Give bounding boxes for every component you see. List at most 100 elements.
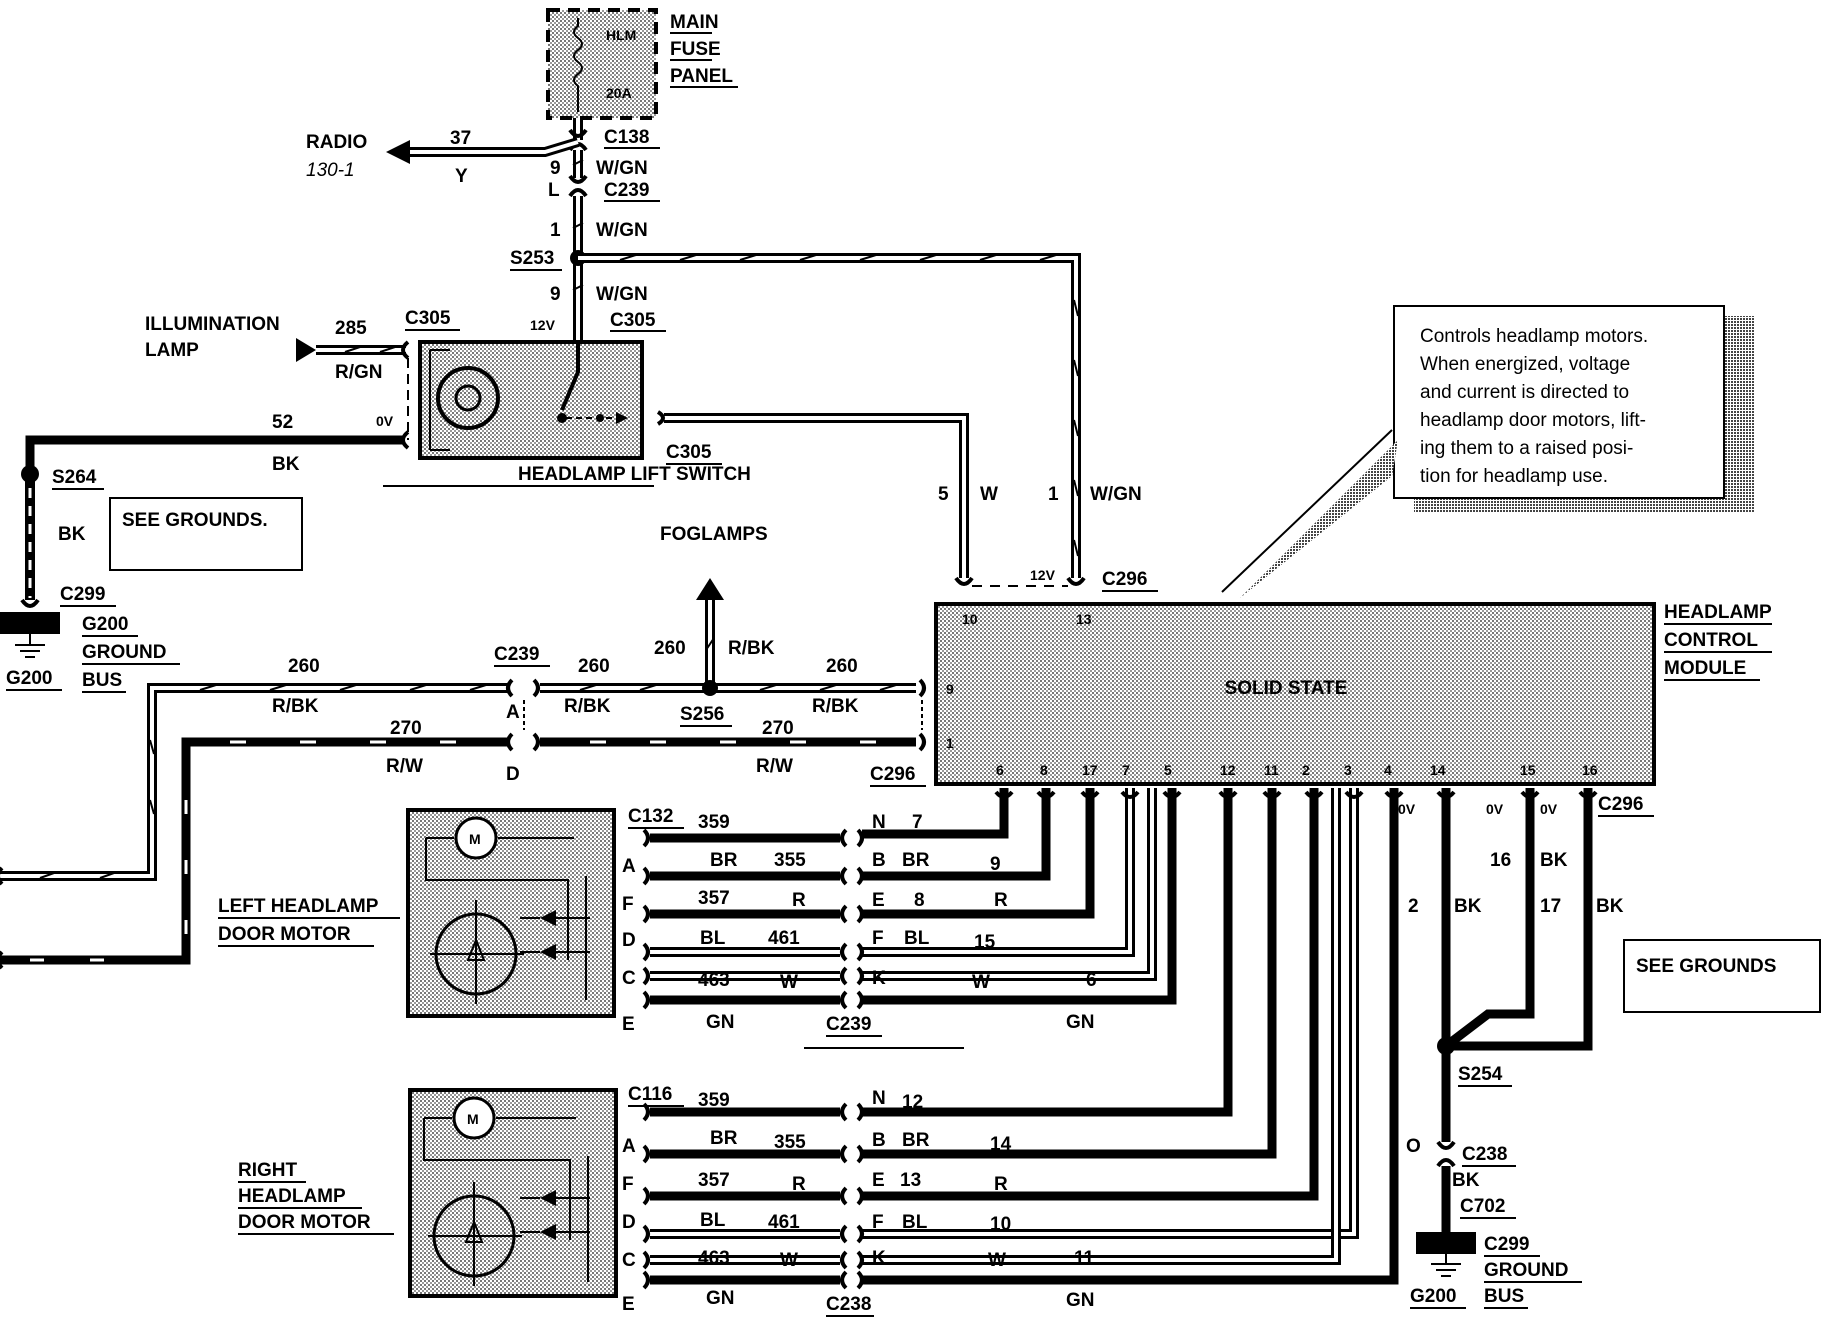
right-pin-e: E <box>622 1294 635 1315</box>
right-pin-c: C <box>622 1250 636 1271</box>
right-motor-label-1: RIGHT <box>238 1160 298 1181</box>
left-row2-num: 9 <box>990 854 1001 875</box>
module-pin-12: 12 <box>1220 762 1236 778</box>
c239-pin-a: A <box>506 702 520 723</box>
radio-color: Y <box>455 166 468 187</box>
c239-top-label: C239 <box>604 180 649 201</box>
module-pin-2: 2 <box>1302 762 1310 778</box>
s256-label: S256 <box>680 704 724 725</box>
see-grounds-box-right <box>1623 939 1821 1013</box>
note-line-4: headlamp door motors, lift- <box>1420 410 1646 431</box>
bus-rw-right: R/W <box>756 756 793 777</box>
note-line-1: Controls headlamp motors. <box>1420 326 1648 347</box>
right-row6-color2: GN <box>1066 1290 1095 1311</box>
module-wgn-pin: 1 <box>1048 484 1059 505</box>
left-motor-label-2: DOOR MOTOR <box>218 924 351 945</box>
module-pin-17: 17 <box>1082 762 1098 778</box>
left-row1-pin: N <box>872 812 886 833</box>
left-row1-num: 7 <box>912 812 923 833</box>
left-row2-pin: B <box>872 850 886 871</box>
right-pin-a: A <box>622 1136 636 1157</box>
see-grounds-box-left <box>109 497 303 571</box>
left-motor-label-1: LEFT HEADLAMP <box>218 896 379 917</box>
module-pin-11: 11 <box>1264 762 1279 778</box>
s264-label: S264 <box>52 467 97 488</box>
left-ground-wire <box>0 430 410 658</box>
right-row3-color: R <box>792 1174 806 1195</box>
radio-ref: 130-1 <box>306 160 355 181</box>
left-pin-d: D <box>622 930 636 951</box>
module-v0-1: 0V <box>1398 801 1416 817</box>
module-w-color: W <box>980 484 998 505</box>
right-row4-pin: F <box>872 1212 884 1233</box>
module-note: Controls headlamp motors. When energized… <box>1221 305 1754 598</box>
ground-left-color: BK <box>272 454 300 475</box>
left-motor-wires <box>642 828 864 1010</box>
left-row4-num: 15 <box>974 932 996 953</box>
note-line-3: and current is directed to <box>1420 382 1629 403</box>
rbk-260-wire <box>0 678 926 886</box>
left-row6-color: GN <box>706 1012 735 1033</box>
c299-left-label: C299 <box>60 584 105 605</box>
c238-motor-label: C238 <box>826 1294 871 1315</box>
bus-rbk-mid: R/BK <box>564 696 611 717</box>
foglamps-label: FOGLAMPS <box>660 524 768 545</box>
s254-label: S254 <box>1458 1064 1503 1085</box>
headlamp-control-module: SOLID STATE 10 13 9 1 <box>934 602 1656 786</box>
left-row4-color: BL <box>700 928 726 949</box>
c296-bus-label: C296 <box>870 764 915 785</box>
right-row3-circuit: 357 <box>698 1170 730 1191</box>
right-row2-color: BR <box>710 1128 738 1149</box>
ground-right-w2: 2 <box>1408 896 1419 917</box>
fuse-rating: 20A <box>606 85 632 101</box>
illumination-label-1: ILLUMINATION <box>145 314 280 335</box>
c299-right-label: C299 <box>1484 1234 1529 1255</box>
left-row3-pin: E <box>872 890 885 911</box>
bus-rbk-left: R/BK <box>272 696 319 717</box>
bus-270-left: 270 <box>390 718 422 739</box>
module-connector-bottom: C296 <box>1598 794 1643 815</box>
bus-260-left: 260 <box>288 656 320 677</box>
right-motor-label-2: HEADLAMP <box>238 1186 346 1207</box>
see-grounds-right: SEE GROUNDS <box>1636 956 1776 977</box>
ground-bus-right-title-3: BUS <box>1484 1286 1524 1307</box>
left-pin-a: A <box>622 856 636 877</box>
ground-right-w17: 17 <box>1540 896 1561 917</box>
g200-right-label: G200 <box>1410 1286 1456 1307</box>
left-pin-f: F <box>622 894 634 915</box>
c138-label: C138 <box>604 127 649 148</box>
c132-label: C132 <box>628 806 673 827</box>
right-headlamp-door-motor: M <box>408 1088 618 1298</box>
ground-right-w16: 16 <box>1490 850 1511 871</box>
main-fuse-panel: HLM 20A MAIN FUSE PANEL <box>546 8 738 120</box>
note-line-6: tion for headlamp use. <box>1420 466 1608 487</box>
fuse-name: HLM <box>606 27 636 43</box>
s253-pin: 1 <box>550 220 561 241</box>
left-pin-c: C <box>622 968 636 989</box>
c239-motor-label: C239 <box>826 1014 871 1035</box>
ground-left-circuit: 52 <box>272 412 293 433</box>
right-row5-circuit: 463 <box>698 1248 730 1269</box>
module-title-2: CONTROL <box>1664 630 1758 651</box>
c116-label: C116 <box>628 1084 672 1105</box>
right-row2-num: 14 <box>990 1134 1012 1155</box>
left-row3-color: R <box>792 890 806 911</box>
illumination-color: R/GN <box>335 362 383 383</box>
ground-right-bk3: BK <box>1596 896 1624 917</box>
fuse-panel-title-2: FUSE <box>670 39 721 60</box>
right-pin-d: D <box>622 1212 636 1233</box>
left-row5-color2: W <box>972 972 990 993</box>
left-row6-color2: GN <box>1066 1012 1095 1033</box>
svg-text:M: M <box>469 831 481 847</box>
right-row2-pin: B <box>872 1130 886 1151</box>
right-row4-circuit: 461 <box>768 1212 800 1233</box>
s253-color: W/GN <box>596 220 648 241</box>
right-motor-label-3: DOOR MOTOR <box>238 1212 371 1233</box>
module-inner-label: SOLID STATE <box>1225 678 1348 699</box>
right-row2-circuit: 355 <box>774 1132 806 1153</box>
w-wire-to-module <box>656 410 1068 587</box>
c138-color: W/GN <box>596 158 648 179</box>
module-v0-3: 0V <box>1540 801 1558 817</box>
right-row5-color: W <box>780 1250 798 1271</box>
right-row4-num: 10 <box>990 1214 1011 1235</box>
